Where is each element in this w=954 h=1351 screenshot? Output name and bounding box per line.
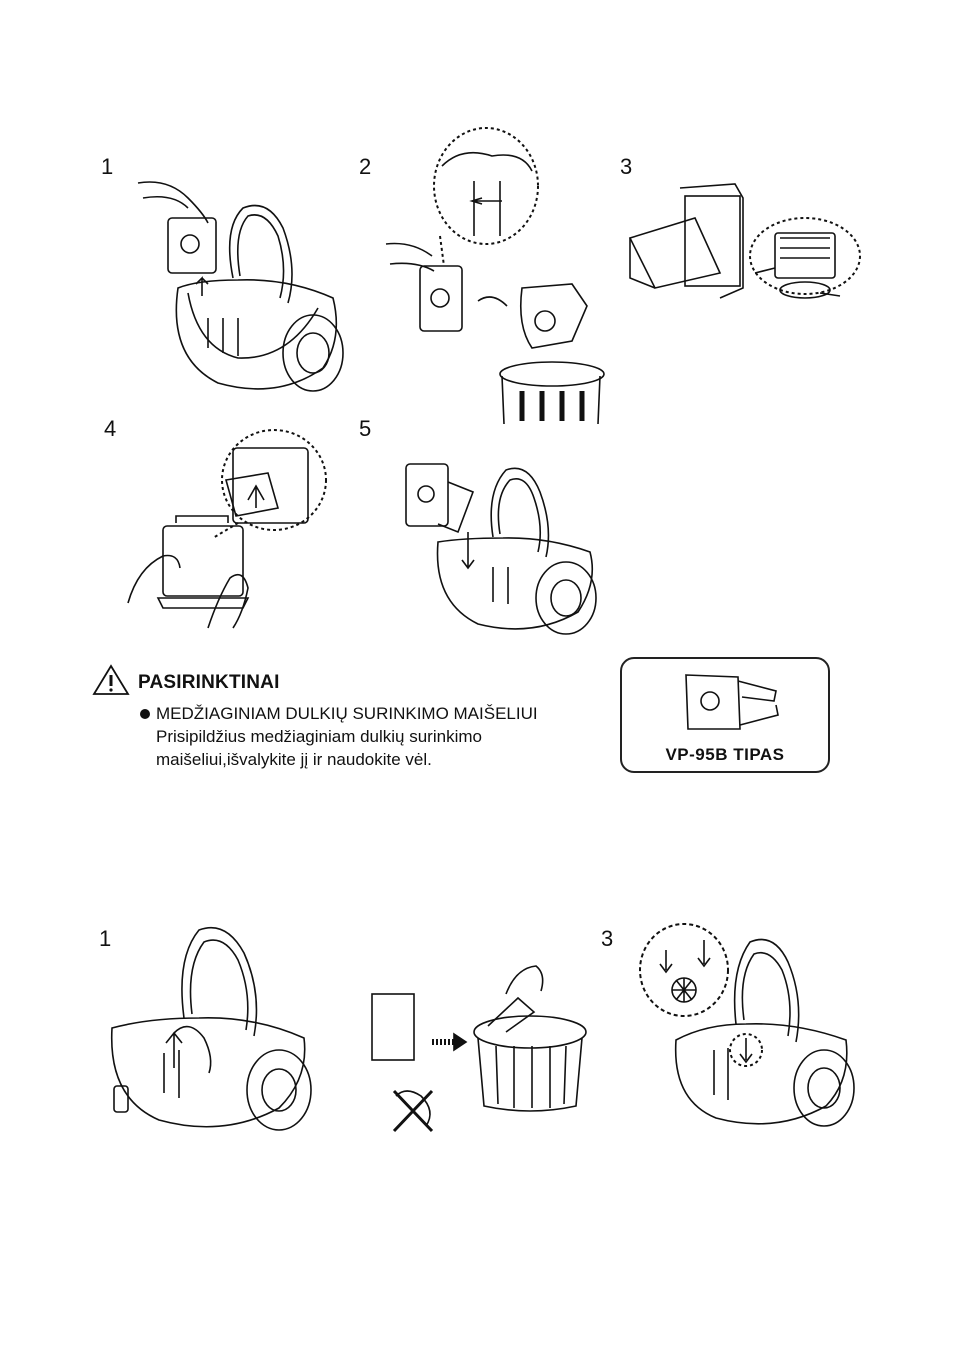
note-line-3: maišeliui,išvalykite jį ir naudokite vėl…	[140, 748, 538, 771]
cloth-bag-icon	[668, 667, 784, 739]
step-number-4: 4	[104, 416, 116, 442]
warning-triangle-icon	[92, 664, 130, 701]
vacuum-reinstall-filter-illustration	[636, 920, 862, 1134]
warning-heading: PASIRINKTINAI	[92, 664, 280, 701]
model-label: VP-95B TIPAS	[622, 745, 828, 765]
filter-disposal-illustration	[366, 946, 592, 1138]
warning-title: PASIRINKTINAI	[138, 672, 280, 694]
bottom-step-number-3: 3	[601, 926, 613, 952]
model-type-box: VP-95B TIPAS	[620, 657, 830, 773]
step-number-2: 2	[359, 154, 371, 180]
vacuum-filter-removal-illustration	[104, 918, 326, 1138]
note-line-2: Prisipildžius medžiaginiam dulkių surink…	[140, 725, 538, 748]
hands-holding-bag-frame-illustration	[118, 428, 330, 634]
step-number-3: 3	[620, 154, 632, 180]
bag-holder-filter-illustration	[625, 178, 865, 328]
vacuum-open-bag-removal-illustration	[128, 168, 350, 398]
step-number-1: 1	[101, 154, 113, 180]
warning-note: MEDŽIAGINIAM DULKIŲ SURINKIMO MAIŠELIUI …	[140, 702, 538, 771]
step-number-5: 5	[359, 416, 371, 442]
note-bullet-text: MEDŽIAGINIAM DULKIŲ SURINKIMO MAIŠELIUI	[156, 702, 538, 725]
bullet-icon	[140, 709, 150, 719]
bag-disposal-illustration	[382, 126, 610, 426]
vacuum-insert-bag-illustration	[398, 452, 608, 642]
